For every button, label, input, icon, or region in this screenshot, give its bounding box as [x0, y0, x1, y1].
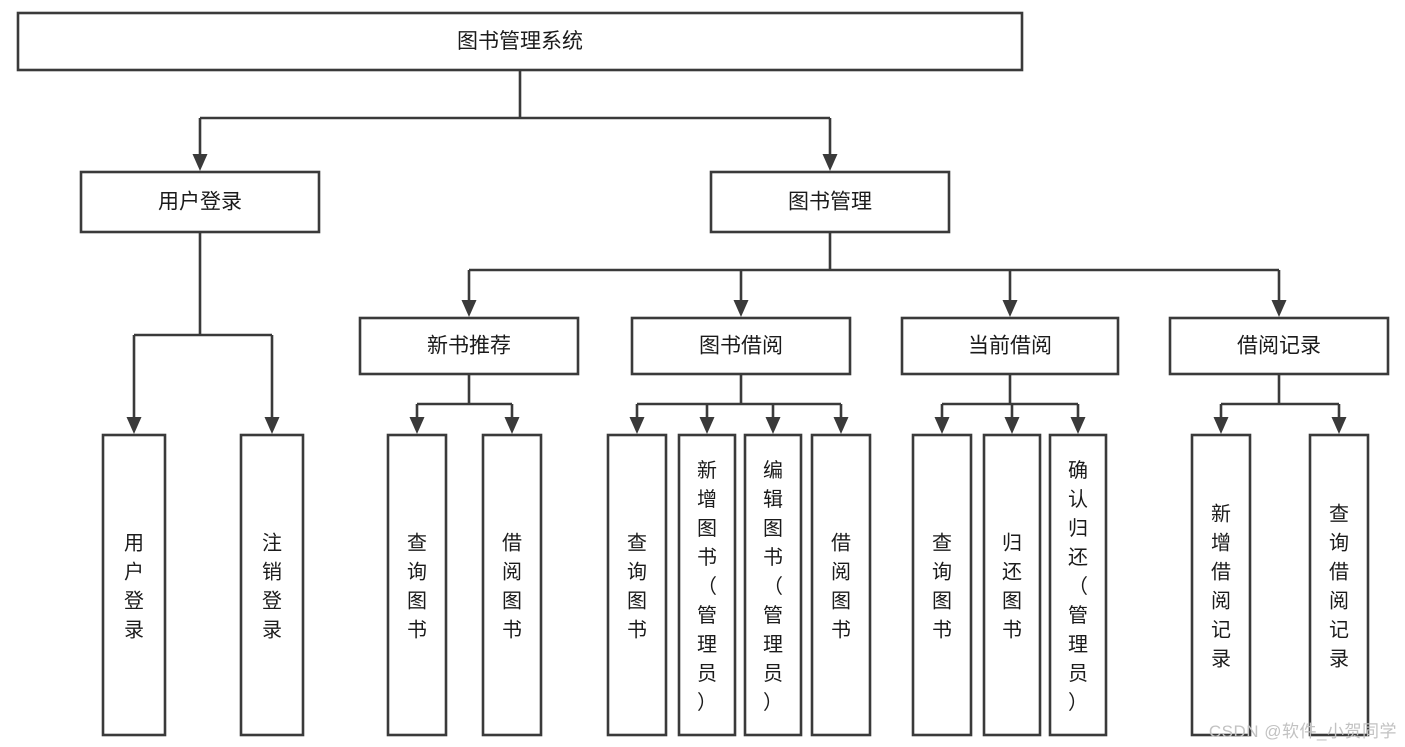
arrow-head-icon	[192, 154, 208, 171]
arrow-head-icon	[264, 417, 280, 434]
edge-group-node-图书管理系统	[192, 70, 838, 171]
node-label: 图书管理系统	[457, 30, 583, 53]
node-label: 借阅图书	[831, 532, 851, 642]
node-查询借阅记录-box[interactable]	[1308, 433, 1370, 737]
node-用户登录[interactable]: 用户登录	[79, 170, 321, 234]
node-归还图书-box[interactable]	[982, 433, 1042, 737]
arrow-head-icon	[733, 300, 749, 317]
node-label: 借阅记录	[1237, 335, 1321, 358]
node-借阅图书[interactable]: 借阅图书	[810, 433, 872, 737]
arrow-head-icon	[1213, 417, 1229, 434]
node-注销登录[interactable]: 注销登录	[239, 433, 305, 737]
arrow-head-icon	[1271, 300, 1287, 317]
node-图书管理系统-box[interactable]	[16, 11, 1024, 72]
node-确认归还管理员-box[interactable]	[1048, 433, 1108, 737]
node-当前借阅-box[interactable]	[900, 316, 1120, 376]
node-label: 编辑图书（管理员）	[763, 459, 783, 714]
node-查询图书-box[interactable]	[606, 433, 668, 737]
node-新增图书管理员-box[interactable]	[677, 433, 737, 737]
connector-layer	[126, 70, 1347, 434]
watermark: CSDN @软件_小贺同学	[1208, 722, 1397, 741]
node-借阅图书[interactable]: 借阅图书	[481, 433, 543, 737]
node-label: 用户登录	[124, 533, 144, 642]
arrow-head-icon	[126, 417, 142, 434]
node-新书推荐-box[interactable]	[358, 316, 580, 376]
node-label: 归还图书	[1002, 532, 1022, 642]
edge-group-node-新书推荐	[409, 374, 520, 434]
node-查询图书-box[interactable]	[386, 433, 448, 737]
node-新增借阅记录-box[interactable]	[1190, 433, 1252, 737]
node-查询图书[interactable]: 查询图书	[386, 433, 448, 737]
node-label: 新书推荐	[427, 335, 511, 358]
node-借阅图书-box[interactable]	[810, 433, 872, 737]
edge-group-node-借阅记录	[1213, 374, 1347, 434]
arrow-head-icon	[1070, 417, 1086, 434]
node-图书借阅[interactable]: 图书借阅	[630, 316, 852, 376]
node-label: 新增图书（管理员）	[697, 459, 717, 714]
node-编辑图书管理员-box[interactable]	[743, 433, 803, 737]
node-确认归还管理员[interactable]: 确认归还（管理员）	[1048, 433, 1108, 737]
node-借阅图书-box[interactable]	[481, 433, 543, 737]
node-label: 新增借阅记录	[1211, 503, 1231, 671]
node-新增图书管理员[interactable]: 新增图书（管理员）	[677, 433, 737, 737]
node-图书管理系统[interactable]: 图书管理系统	[16, 11, 1024, 72]
node-label: 注销登录	[262, 532, 282, 642]
node-图书管理-box[interactable]	[709, 170, 951, 234]
node-label: 查询图书	[627, 532, 647, 642]
arrow-head-icon	[822, 154, 838, 171]
node-label: 查询借阅记录	[1329, 503, 1349, 671]
node-查询借阅记录[interactable]: 查询借阅记录	[1308, 433, 1370, 737]
node-注销登录-box[interactable]	[239, 433, 305, 737]
node-新书推荐[interactable]: 新书推荐	[358, 316, 580, 376]
edge-group-node-当前借阅	[934, 374, 1086, 434]
node-新增借阅记录[interactable]: 新增借阅记录	[1190, 433, 1252, 737]
arrow-head-icon	[1002, 300, 1018, 317]
arrow-head-icon	[504, 417, 520, 434]
node-label: 查询图书	[932, 532, 952, 642]
node-用户登录-box[interactable]	[79, 170, 321, 234]
arrow-head-icon	[629, 417, 645, 434]
node-label: 查询图书	[407, 532, 427, 642]
node-label: 确认归还（管理员）	[1068, 459, 1088, 714]
arrow-head-icon	[765, 417, 781, 434]
arrow-head-icon	[699, 417, 715, 434]
node-用户登录[interactable]: 用户登录	[101, 433, 167, 737]
node-label: 图书管理	[788, 191, 872, 214]
arrow-head-icon	[833, 417, 849, 434]
arrow-head-icon	[409, 417, 425, 434]
edge-group-node-图书借阅	[629, 374, 849, 434]
arrow-head-icon	[1331, 417, 1347, 434]
node-借阅记录[interactable]: 借阅记录	[1168, 316, 1390, 376]
node-归还图书[interactable]: 归还图书	[982, 433, 1042, 737]
arrow-head-icon	[1004, 417, 1020, 434]
node-编辑图书管理员[interactable]: 编辑图书（管理员）	[743, 433, 803, 737]
edge-group-node-用户登录	[126, 232, 280, 434]
node-label: 图书借阅	[699, 335, 783, 358]
edge-group-node-图书管理	[461, 232, 1287, 317]
arrow-head-icon	[934, 417, 950, 434]
node-label: 用户登录	[158, 191, 242, 214]
node-label: 借阅图书	[502, 532, 522, 642]
arrow-head-icon	[461, 300, 477, 317]
node-layer: 图书管理系统用户登录图书管理新书推荐图书借阅当前借阅借阅记录用户登录注销登录查询…	[16, 11, 1390, 737]
node-查询图书[interactable]: 查询图书	[911, 433, 973, 737]
node-图书管理[interactable]: 图书管理	[709, 170, 951, 234]
node-用户登录-box[interactable]	[101, 433, 167, 737]
node-label: 当前借阅	[968, 335, 1052, 358]
node-查询图书[interactable]: 查询图书	[606, 433, 668, 737]
node-当前借阅[interactable]: 当前借阅	[900, 316, 1120, 376]
node-查询图书-box[interactable]	[911, 433, 973, 737]
node-图书借阅-box[interactable]	[630, 316, 852, 376]
node-借阅记录-box[interactable]	[1168, 316, 1390, 376]
